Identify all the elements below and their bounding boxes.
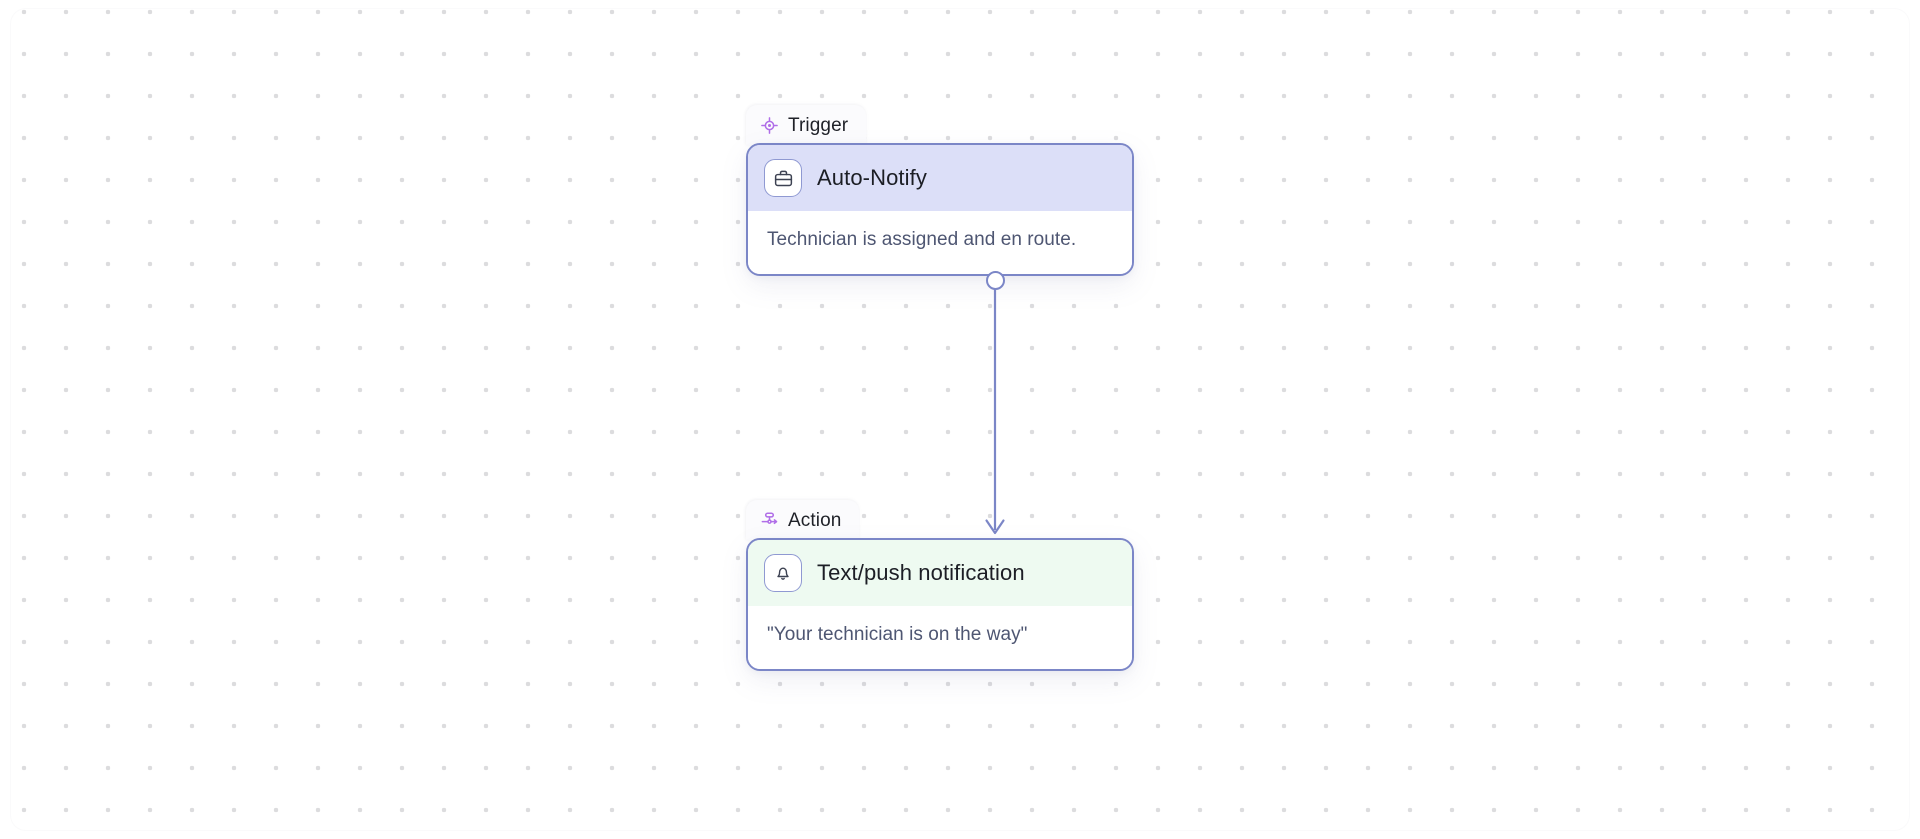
crosshair-target-icon — [760, 116, 779, 135]
action-type-tab[interactable]: Action — [746, 500, 860, 540]
trigger-type-tab[interactable]: Trigger — [746, 105, 867, 145]
action-node-header: Text/push notification — [748, 540, 1132, 606]
action-type-label: Action — [788, 509, 842, 531]
workflow-branch-icon — [760, 511, 779, 530]
dot-grid-background — [11, 9, 1909, 830]
trigger-node-body: Technician is assigned and en route. — [748, 211, 1132, 274]
trigger-output-handle[interactable] — [985, 271, 1005, 290]
action-node-title: Text/push notification — [817, 560, 1025, 585]
action-node-description: "Your technician is on the way" — [767, 624, 1028, 645]
action-node-body: "Your technician is on the way" — [748, 606, 1132, 669]
bell-icon — [764, 554, 802, 592]
action-node-card[interactable]: Text/push notification "Your technician … — [746, 538, 1134, 671]
canvas-frame: Trigger Auto-Notify Technician is assign… — [10, 8, 1910, 831]
trigger-node-title: Auto-Notify — [817, 165, 927, 190]
trigger-node-header: Auto-Notify — [748, 145, 1132, 211]
briefcase-icon — [764, 159, 802, 197]
trigger-node-description: Technician is assigned and en route. — [767, 229, 1077, 250]
trigger-node-card[interactable]: Auto-Notify Technician is assigned and e… — [746, 143, 1134, 276]
trigger-type-label: Trigger — [788, 114, 849, 136]
